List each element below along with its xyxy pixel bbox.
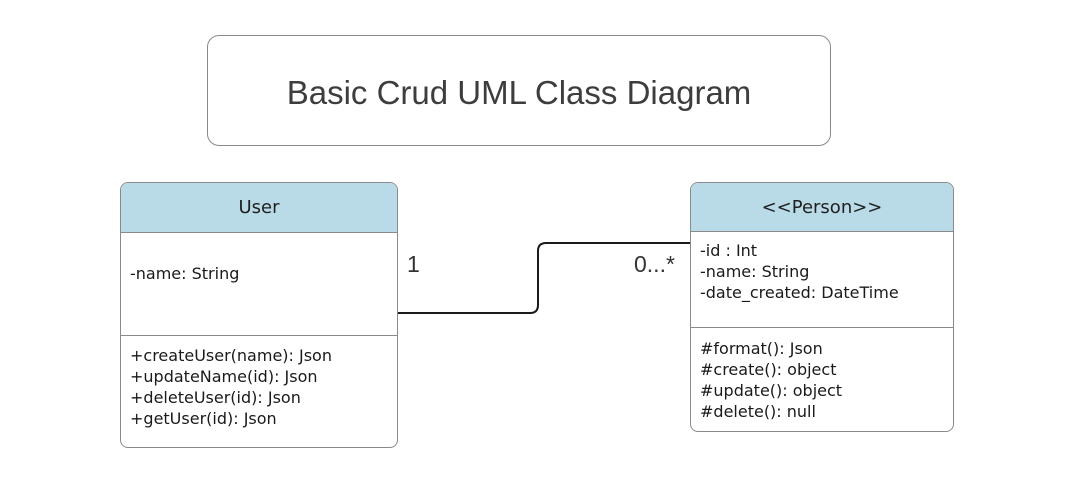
multiplicity-target-label[interactable]: 0...* <box>634 251 675 277</box>
class-methods-user: +createUser(name): Json +updateName(id):… <box>121 336 397 447</box>
attribute-item: -name: String <box>130 264 240 283</box>
class-methods-person: #format(): Json #create(): object #updat… <box>691 328 953 431</box>
class-box-person[interactable]: <<Person>> -id : Int -name: String -date… <box>690 182 954 432</box>
method-item: #delete(): null <box>700 402 816 421</box>
method-item: +getUser(id): Json <box>130 409 277 428</box>
connector-path[interactable] <box>398 242 690 314</box>
class-attributes-user: -name: String <box>121 233 397 336</box>
diagram-title: Basic Crud UML Class Diagram <box>286 73 752 111</box>
method-item: #format(): Json <box>700 339 823 358</box>
class-header-person[interactable]: <<Person>> <box>691 183 953 232</box>
attribute-item: -id : Int <box>700 241 758 260</box>
method-item: +updateName(id): Json <box>130 367 318 386</box>
multiplicity-source-label[interactable]: 1 <box>407 251 420 277</box>
class-name: User <box>238 197 280 218</box>
method-item: +createUser(name): Json <box>130 346 332 365</box>
method-item: #create(): object <box>700 360 837 379</box>
attribute-item: -name: String <box>700 262 810 281</box>
class-attributes-person: -id : Int -name: String -date_created: D… <box>691 232 953 328</box>
diagram-title-box[interactable]: Basic Crud UML Class Diagram <box>207 35 831 146</box>
class-header-user[interactable]: User <box>121 183 397 233</box>
method-item: +deleteUser(id): Json <box>130 388 301 407</box>
method-item: #update(): object <box>700 381 843 400</box>
class-name: <<Person>> <box>761 196 883 218</box>
attribute-item: -date_created: DateTime <box>700 283 899 302</box>
class-box-user[interactable]: User -name: String +createUser(name): Js… <box>120 182 398 448</box>
